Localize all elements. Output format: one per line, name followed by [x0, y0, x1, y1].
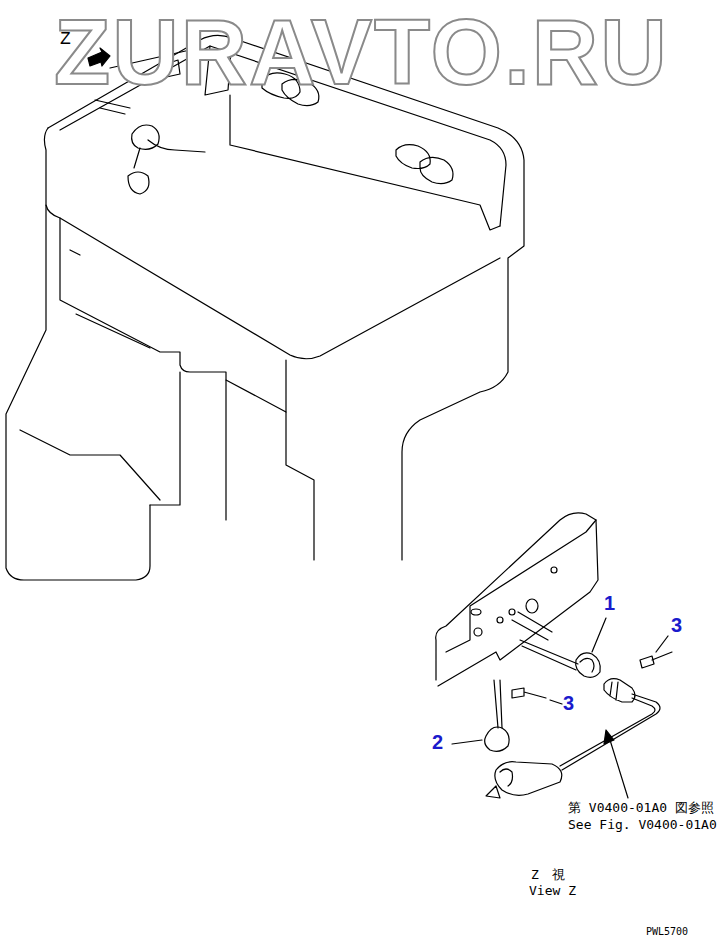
top-panel [230, 95, 500, 230]
view-title: View Z [529, 884, 576, 898]
detail-panel [436, 513, 598, 686]
reference-arrow-head [604, 730, 614, 744]
bolt-left [512, 688, 546, 698]
callout-number: 1 [604, 592, 615, 614]
view-title: Z 視 [531, 868, 565, 882]
body-left-face [20, 430, 160, 500]
cap [485, 727, 509, 751]
detail-hole-guide [512, 612, 552, 640]
body-outline [48, 35, 524, 560]
reference-note: 第 V0400-01A0 図参照 [568, 801, 714, 815]
leader-line [656, 636, 668, 652]
watermark: ZURAVTO.RU [54, 2, 669, 103]
plug [604, 679, 635, 702]
bolt-right [640, 652, 672, 668]
end-plug [486, 762, 562, 798]
drawing-number: PWL5700 [646, 926, 688, 937]
socket [576, 653, 601, 677]
body-side [150, 372, 314, 560]
cable [560, 694, 660, 770]
callout-number: 2 [432, 731, 443, 753]
top-connector [132, 125, 205, 152]
body-lower-step [60, 218, 286, 412]
body-panel-line [70, 250, 150, 348]
reference-arrow-line [610, 740, 628, 798]
callout-number: 3 [563, 692, 574, 714]
body-top-front-edge [44, 128, 500, 359]
reference-note: See Fig. V0400-01A0 [568, 818, 717, 832]
leader-line [452, 740, 482, 744]
switch-pair-2 [396, 145, 453, 184]
leader-line [550, 700, 562, 704]
cap-chain [494, 680, 502, 728]
socket-wire [520, 640, 578, 670]
top-cap-chain [128, 148, 149, 194]
detail-panel-inner [446, 520, 596, 652]
body-lower-left [6, 205, 150, 580]
detail-panel-holes [471, 567, 557, 636]
leader-line [592, 618, 606, 652]
callout-number: 3 [671, 614, 682, 636]
